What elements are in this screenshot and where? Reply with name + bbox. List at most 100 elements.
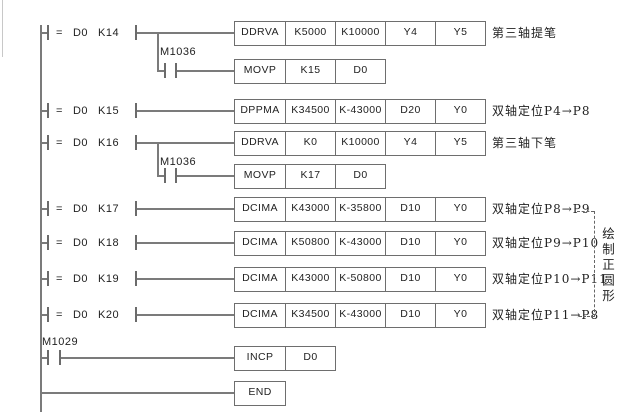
instruction-cell: Y5 [435,132,485,155]
instruction-cell: DDRVA [241,136,279,148]
branch-wire [157,32,159,72]
contact-bar [164,63,166,78]
wire [177,175,234,177]
compare-contact: = D0 K18 [56,236,119,250]
wire [177,70,234,72]
group-note: 绘制正圆形 [600,227,615,305]
page-edge-line [2,0,3,57]
wire [157,70,164,72]
instruction-cell: DPPMA [240,104,280,116]
instruction-cell: DCIMA [242,236,278,248]
wire [40,242,48,244]
contact-bar [175,63,177,78]
wire [40,278,48,280]
instruction-cell: K34500 [285,100,335,123]
instruction-cell: K-43000 [335,232,385,255]
instruction-cell: K15 [285,60,335,83]
instruction-cell: Y0 [435,100,485,123]
rung-comment: 双轴定位P10→P11 [492,272,608,286]
contact-bracket [47,201,49,216]
contact-label: M1036 [160,46,197,58]
rung-comment: 双轴定位P11→P8 [492,308,600,322]
compare-arg1: D0 [72,273,88,285]
instruction-cell: Y0 [435,198,485,221]
compare-arg2: K20 [98,309,120,321]
instruction-cell: Y5 [435,22,485,45]
compare-arg1: D0 [72,27,88,39]
wire [40,208,48,210]
group-bracket [579,316,594,317]
wire [40,357,47,359]
rung-comment: 双轴定位P9→P10 [492,236,600,250]
compare-contact: = D0 K17 [56,202,119,216]
instruction-cell: D0 [335,60,385,83]
instruction-cell: K17 [285,165,335,188]
instruction-cell: K10000 [335,22,385,45]
wire [40,392,234,394]
instruction-cell: Y4 [385,22,435,45]
contact-bracket [135,307,137,322]
contact-bar [47,350,49,365]
branch-wire [157,142,159,177]
contact-label: M1036 [160,156,197,168]
compare-op: = [56,237,63,249]
wire [157,175,164,177]
compare-arg2: K17 [98,203,120,215]
rung-comment: 双轴定位P8→P9 [492,202,591,216]
instruction-cell: K-43000 [335,100,385,123]
instruction-cell: DCIMA [242,272,278,284]
compare-contact: = D0 K20 [56,308,119,322]
instruction-cell: K-50800 [335,268,385,291]
instruction-cell: D20 [385,100,435,123]
wire [40,110,48,112]
contact-bracket [47,103,49,118]
contact-bracket [47,25,49,40]
wire [40,142,48,144]
wire [137,208,234,210]
compare-arg1: D0 [72,203,88,215]
instruction-cell: D10 [385,268,435,291]
compare-op: = [56,203,63,215]
contact-bracket [47,271,49,286]
contact-bracket [47,307,49,322]
compare-arg2: K16 [98,137,120,149]
compare-arg2: K18 [98,237,120,249]
wire [137,142,234,144]
compare-op: = [56,105,63,117]
instruction-cell: K10000 [335,132,385,155]
compare-op: = [56,137,63,149]
instruction-cell: DCIMA [242,308,278,320]
group-bracket [594,211,595,317]
compare-op: = [56,273,63,285]
compare-op: = [56,309,63,321]
contact-bar [59,350,61,365]
wire [137,242,234,244]
compare-arg1: D0 [72,137,88,149]
instruction-cell: K-43000 [335,304,385,327]
compare-arg2: K14 [98,27,120,39]
contact-bracket [47,235,49,250]
wire [61,357,234,359]
instruction-box: DCIMA K34500 K-43000 D10 Y0 [234,303,486,328]
instruction-cell: K0 [285,132,335,155]
compare-arg1: D0 [72,309,88,321]
instruction-cell: END [248,386,272,398]
compare-arg2: K19 [98,273,120,285]
instruction-cell: DDRVA [241,26,279,38]
compare-contact: = D0 K19 [56,272,119,286]
instruction-cell: K-35800 [335,198,385,221]
rung-comment: 第三轴提笔 [492,26,558,40]
wire [137,278,234,280]
instruction-cell: D0 [335,165,385,188]
instruction-cell: DCIMA [242,202,278,214]
instruction-cell: K43000 [285,198,335,221]
instruction-box: DPPMA K34500 K-43000 D20 Y0 [234,99,486,124]
instruction-cell: MOVP [243,64,277,76]
wire [40,314,48,316]
instruction-cell: Y0 [435,232,485,255]
wire [40,32,48,34]
contact-bracket [135,201,137,216]
wire [137,314,234,316]
instruction-cell: MOVP [243,169,277,181]
instruction-box: DDRVA K5000 K10000 Y4 Y5 [234,21,486,46]
